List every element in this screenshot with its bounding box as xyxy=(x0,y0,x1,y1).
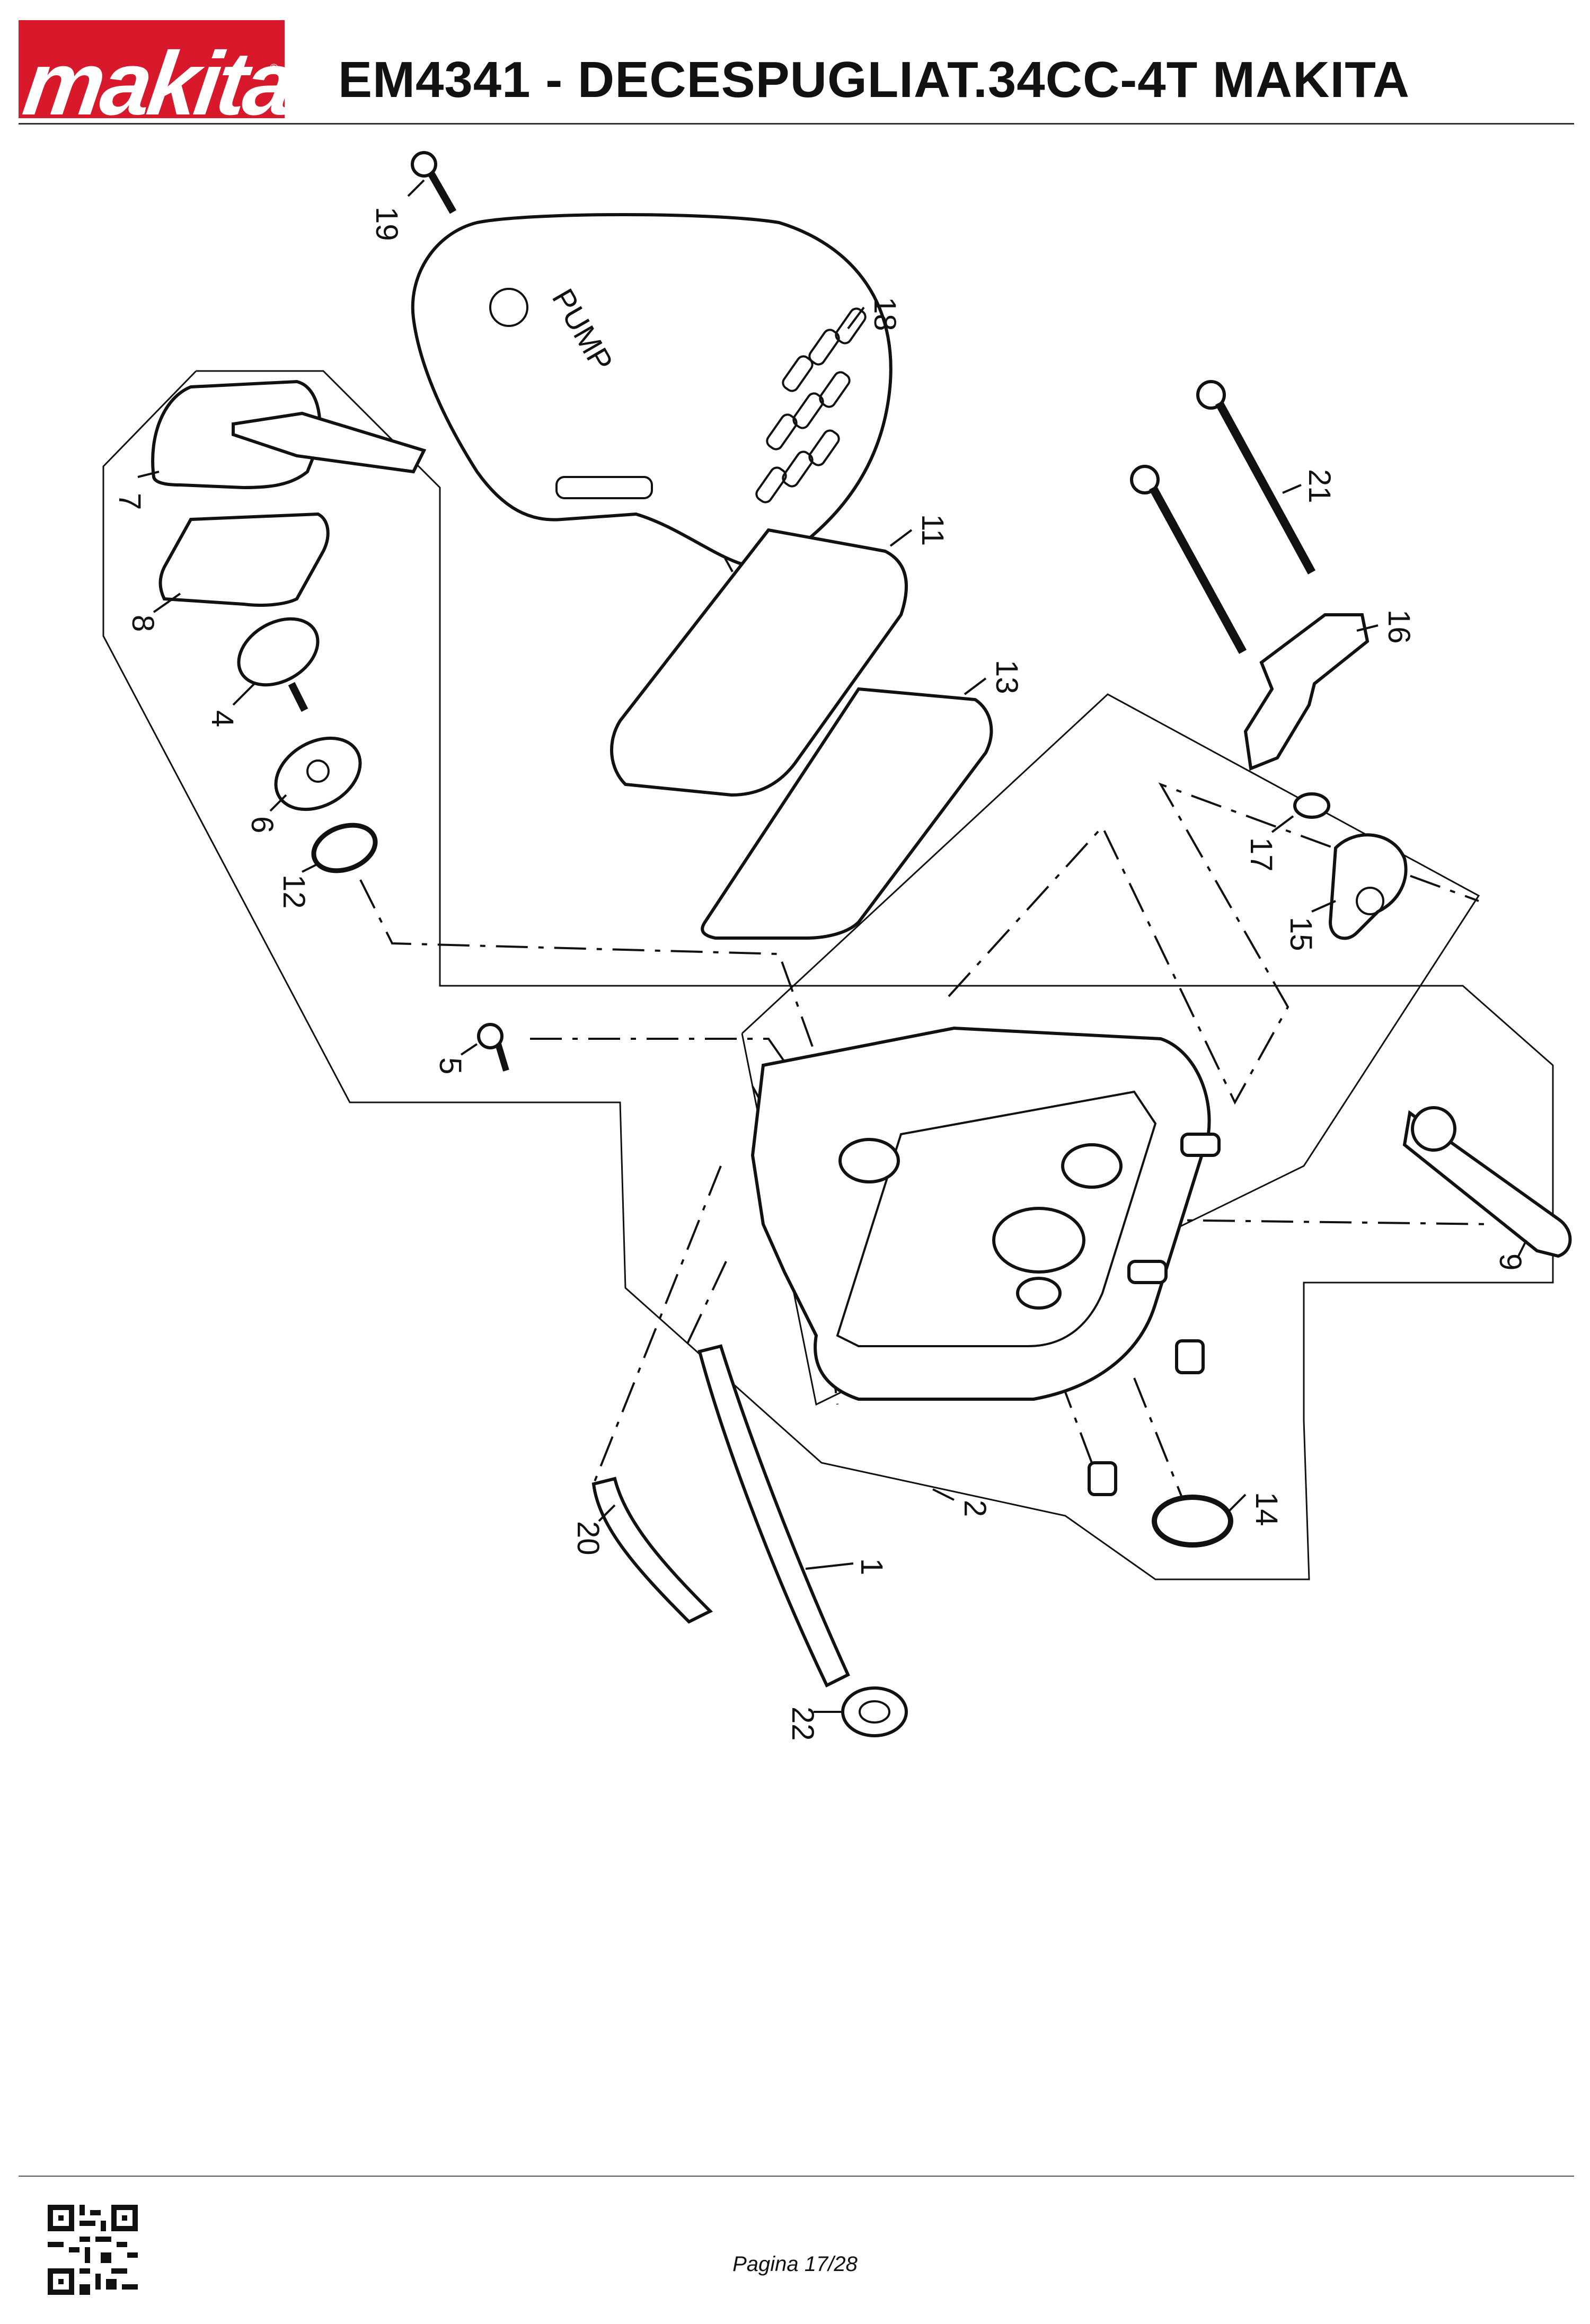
label-4: 4 xyxy=(205,710,240,727)
part-4-valve xyxy=(237,617,320,712)
label-5: 5 xyxy=(433,1057,467,1074)
label-11: 11 xyxy=(915,514,950,546)
label-1: 1 xyxy=(854,1558,889,1575)
part-7-primer-cover xyxy=(151,379,427,490)
part-5-screw xyxy=(477,1023,509,1072)
footer-rule xyxy=(19,2176,1574,2177)
part-15-lever xyxy=(1328,833,1408,940)
part-9-choke-knob xyxy=(1402,1106,1572,1258)
frame-right xyxy=(741,693,1480,1406)
part-11-filter-element xyxy=(610,528,908,797)
part-8-gasket xyxy=(158,512,330,607)
label-13: 14 xyxy=(1249,1492,1284,1526)
qr-code-icon xyxy=(48,2205,138,2295)
part-13-o-ring xyxy=(1152,1495,1233,1548)
logo-text: makita xyxy=(19,33,285,118)
label-7: 7 xyxy=(112,493,147,510)
parts-diagram: PUMP xyxy=(102,151,1572,1741)
label-18: 18 xyxy=(868,297,902,331)
part-1-hose xyxy=(697,1344,850,1688)
grommet-b xyxy=(1088,1461,1117,1496)
part-17-washer xyxy=(1293,792,1330,819)
header-rule xyxy=(19,123,1574,125)
grommet-a xyxy=(1175,1339,1205,1374)
part-20-hose xyxy=(591,1477,713,1624)
label-6: 6 xyxy=(245,816,279,833)
part-21-bolts xyxy=(1130,380,1316,654)
part-6-valve-seat xyxy=(274,736,362,811)
assembly-line-h xyxy=(683,1261,727,1352)
assembly-line-a xyxy=(359,879,828,1087)
assembly-line-e xyxy=(948,782,1479,1105)
label-14: 13 xyxy=(990,660,1024,694)
frame-left xyxy=(102,370,1554,1580)
assembly-line-j xyxy=(1133,1377,1188,1511)
label-8: 8 xyxy=(126,615,160,632)
label-21: 21 xyxy=(1302,469,1337,503)
part-16-bracket xyxy=(1243,613,1370,771)
part-19-screw xyxy=(411,151,457,214)
label-15: 15 xyxy=(1284,917,1318,951)
label-17: 17 xyxy=(1244,837,1278,872)
leader-lines xyxy=(137,179,1527,1713)
label-12: 12 xyxy=(277,874,311,909)
page-number: Pagina 17/28 xyxy=(732,2252,858,2276)
assembly-line-g xyxy=(593,1165,722,1484)
part-2-filter-base xyxy=(750,1026,1221,1401)
part-14-sponge xyxy=(701,687,993,940)
label-9: 9 xyxy=(1493,1253,1527,1270)
label-20: 20 xyxy=(571,1521,605,1556)
part-18-cover: PUMP xyxy=(411,213,893,569)
page-title: EM4341 - DECESPUGLIAT.34CC-4T MAKITA xyxy=(338,51,1410,108)
makita-logo: makita ® xyxy=(19,20,285,118)
label-19: 19 xyxy=(369,207,404,241)
label-16: 16 xyxy=(1382,609,1416,644)
registered-mark: ® xyxy=(269,61,278,75)
part-22-clip xyxy=(841,1686,908,1737)
assembly-line-b xyxy=(530,1038,844,1146)
label-2: 2 xyxy=(958,1500,992,1517)
part-12-o-ring xyxy=(311,823,378,873)
